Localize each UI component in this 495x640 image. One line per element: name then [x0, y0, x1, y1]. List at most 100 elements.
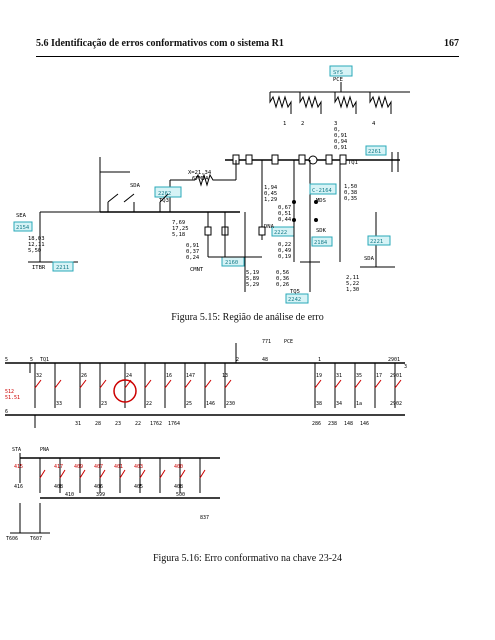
box-c2164: C-2164 [312, 188, 333, 194]
upper-switch-num: 19 [316, 373, 322, 379]
x-value: X=21,34 [188, 170, 212, 176]
dna-label: DNA [264, 224, 275, 230]
lower-switch-num: 34 [336, 401, 342, 407]
t3-value: 0,91 [334, 145, 347, 151]
right-value: 0,44 [278, 217, 292, 223]
sda-label: SDA [130, 183, 141, 189]
figure-5-15: SYS PCE 1 2 3 4 0, 0,91 0,94 0,91 2261 T… [0, 62, 495, 332]
single-line-diagram-1: SYS PCE 1 2 3 4 0, 0,91 0,94 0,91 2261 T… [13, 65, 410, 304]
tq5-value: 0,56 [276, 270, 289, 276]
lower-switch-num: 230 [226, 401, 235, 407]
mva-value: 67MVA [192, 176, 209, 182]
br-value: 1,30 [346, 287, 359, 293]
bus2-num: 28 [95, 421, 101, 427]
left-value: 18,03 [28, 236, 45, 242]
bottom-num: 407 [94, 464, 103, 470]
mid-value: 17,25 [172, 226, 189, 232]
pce-label: PCE [333, 77, 343, 83]
top-b-label: PCE [284, 339, 293, 345]
upper-switch-num: 35 [356, 373, 362, 379]
box-2222: 2222 [274, 230, 287, 236]
box-2261: 2261 [368, 149, 381, 155]
bus2-num: 148 [344, 421, 353, 427]
upper-switch-num: 26 [81, 373, 87, 379]
bottom-value: 5,89 [246, 276, 259, 282]
header-rule [36, 56, 459, 57]
tq5-value: 0,26 [276, 282, 289, 288]
bus2-num: 286 [312, 421, 321, 427]
page-header: 5.6 Identificação de erros conformativos… [36, 38, 459, 54]
bottom-num: 400 [174, 464, 183, 470]
red-note: 51.51 [5, 395, 20, 401]
bottom-num2: 405 [134, 484, 143, 490]
bus2-num: 23 [115, 421, 121, 427]
lower-switch-num: 1a [356, 401, 362, 407]
lower-switch-num: 38 [316, 401, 322, 407]
box-2211: 2211 [56, 265, 69, 271]
t1-label: 1 [283, 121, 286, 127]
t4-label: 4 [372, 121, 376, 127]
tq5-label: TQ5 [290, 289, 300, 295]
bus2-num: 1762 [150, 421, 162, 427]
upper-switch-num: 2901 [390, 373, 402, 379]
bus2-num: 22 [135, 421, 141, 427]
bottom-num2: 406 [94, 484, 103, 490]
mid-value: 7,69 [172, 220, 185, 226]
itbr-label: ITBR [32, 265, 46, 271]
sea-label: SEA [16, 213, 27, 219]
figure-5-16-caption: Figura 5.16: Erro conformativo na chave … [152, 553, 343, 564]
pna-label: PNA [40, 447, 49, 453]
cmn-value: 0,91 [186, 243, 199, 249]
bottom-num: 409 [74, 464, 83, 470]
bus2-num: 238 [328, 421, 337, 427]
bus2-num: 1764 [168, 421, 180, 427]
t606-label: T606 [6, 536, 18, 542]
sys-label: SYS [333, 70, 343, 76]
box-2154: 2154 [16, 225, 30, 231]
tq1-label-2: TQ1 [40, 357, 49, 363]
mds-value: 0,49 [278, 248, 291, 254]
tq1-label: TQ1 [348, 160, 358, 166]
far-value: 1,50 [344, 184, 357, 190]
lower-switch-num: 23 [101, 401, 107, 407]
right-value: 1,29 [264, 197, 277, 203]
bottom-num2: 408 [174, 484, 183, 490]
cmn-value: 0,24 [186, 255, 200, 261]
bottom-num2: 408 [54, 484, 63, 490]
bottom-num: 415 [14, 464, 23, 470]
n2901-label: 2901 [388, 357, 400, 363]
sda2-label: SDA [364, 256, 375, 262]
bottom-value: 5,29 [246, 282, 259, 288]
box-2221: 2221 [370, 239, 383, 245]
tq3-label: TQ3 [159, 198, 169, 204]
t3-label: 3 [334, 121, 337, 127]
box-2184: 2184 [314, 240, 328, 246]
single-line-diagram-2: 771 PCE TQ1 5 5 2 48 1 2901 3 512 51.51 … [5, 339, 407, 542]
n410-label: 410 [65, 492, 74, 498]
t3-value: 0,91 [334, 133, 347, 139]
figure-5-15-caption: Figura 5.15: Região de análise de erro [171, 312, 324, 323]
n5a-label: 5 [5, 357, 8, 363]
box-2242: 2242 [288, 297, 301, 303]
right-value: 0,45 [264, 191, 277, 197]
cmn-label: CMNT [190, 267, 204, 273]
t3-value: 0,94 [334, 139, 348, 145]
far-value: 0,38 [344, 190, 357, 196]
t607-label: T607 [30, 536, 42, 542]
left-value: 12,11 [28, 242, 45, 248]
lower-switch-num: 146 [206, 401, 215, 407]
upper-switch-num: 32 [36, 373, 42, 379]
n837-label: 837 [200, 515, 209, 521]
bottom-value: 5,19 [246, 270, 259, 276]
bus2-num: 146 [360, 421, 369, 427]
n500-label: 500 [176, 492, 185, 498]
upper-switch-num: 16 [166, 373, 172, 379]
n399-label: 399 [96, 492, 105, 498]
mds-value: 0,22 [278, 242, 291, 248]
mid-value: 5,18 [172, 232, 185, 238]
upper-switch-num: 24 [126, 373, 132, 379]
bus2-num: 31 [75, 421, 81, 427]
mds-value: 0,19 [278, 254, 291, 260]
box-2160: 2160 [225, 260, 238, 266]
bottom-num: 401 [114, 464, 123, 470]
